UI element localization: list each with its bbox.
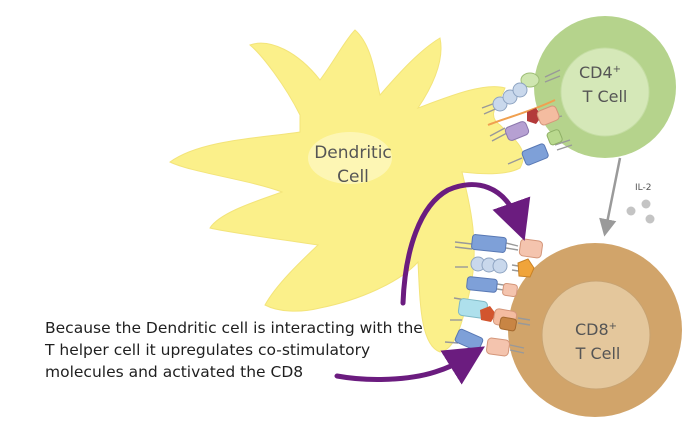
il2-label: IL-2 <box>635 183 651 193</box>
svg-text:CD4+: CD4+ <box>579 63 621 82</box>
cd8-receptor-peach-1 <box>518 238 543 259</box>
cd8-receptor-peach-3 <box>486 337 510 357</box>
cd4-nucleus <box>560 47 650 137</box>
cd4-receptor-blue <box>521 143 549 166</box>
cd4-t-cell: CD4+ T Cell <box>534 16 676 158</box>
cd4-receptor-lime <box>546 129 563 146</box>
cd4-t-cell-label: T Cell <box>582 87 628 106</box>
purple-arrow-upper <box>400 182 531 306</box>
cd8-receptor-blue-1 <box>471 234 507 253</box>
cd8-t-cell-label: T Cell <box>575 344 621 363</box>
dendritic-cell: Dendritic Cell <box>169 29 524 353</box>
caption-line-3: molecules and activated the CD8 <box>45 363 304 381</box>
cd4-receptor-purple <box>504 121 530 141</box>
cd4-to-cd8-arrow <box>599 157 622 237</box>
cd4-superscript: + <box>613 64 621 75</box>
cd4-orange-link <box>487 99 556 126</box>
cd8-nucleus <box>541 280 651 390</box>
cd8-superscript: + <box>609 321 617 332</box>
dendritic-label-line2: Cell <box>337 167 369 187</box>
caption-line-1: Because the Dendritic cell is interactin… <box>45 319 423 337</box>
cd4-label: CD4 <box>579 63 613 82</box>
cd8-t-cell: CD8+ T Cell <box>508 243 682 417</box>
svg-text:CD8+: CD8+ <box>575 320 617 339</box>
cd8-receptor-red <box>480 306 496 322</box>
cd8-receptor-chain <box>470 256 508 274</box>
dendritic-cell-nucleus <box>308 132 392 184</box>
caption: Because the Dendritic cell is interactin… <box>45 317 435 383</box>
cd4-synapse-receptors <box>481 69 573 166</box>
cd4-receptor-green <box>520 72 540 88</box>
purple-arrow-lower <box>334 346 485 385</box>
cd8-label: CD8 <box>575 320 609 339</box>
cd8-receptor-brown <box>499 316 517 332</box>
cd4-receptor-chain <box>492 82 528 112</box>
dendritic-cell-body <box>169 29 524 353</box>
cd4-receptor-peach <box>536 105 560 126</box>
cd8-receptor-blue-2 <box>466 276 498 293</box>
cd8-receptor-orange <box>517 258 535 278</box>
caption-line-2: T helper cell it upregulates co-stimulat… <box>45 341 371 359</box>
cd8-receptor-blue-3 <box>454 328 484 352</box>
il2-molecules <box>626 199 655 224</box>
cd8-receptor-peach-small <box>502 282 518 298</box>
dendritic-label-line1: Dendritic <box>314 143 392 163</box>
